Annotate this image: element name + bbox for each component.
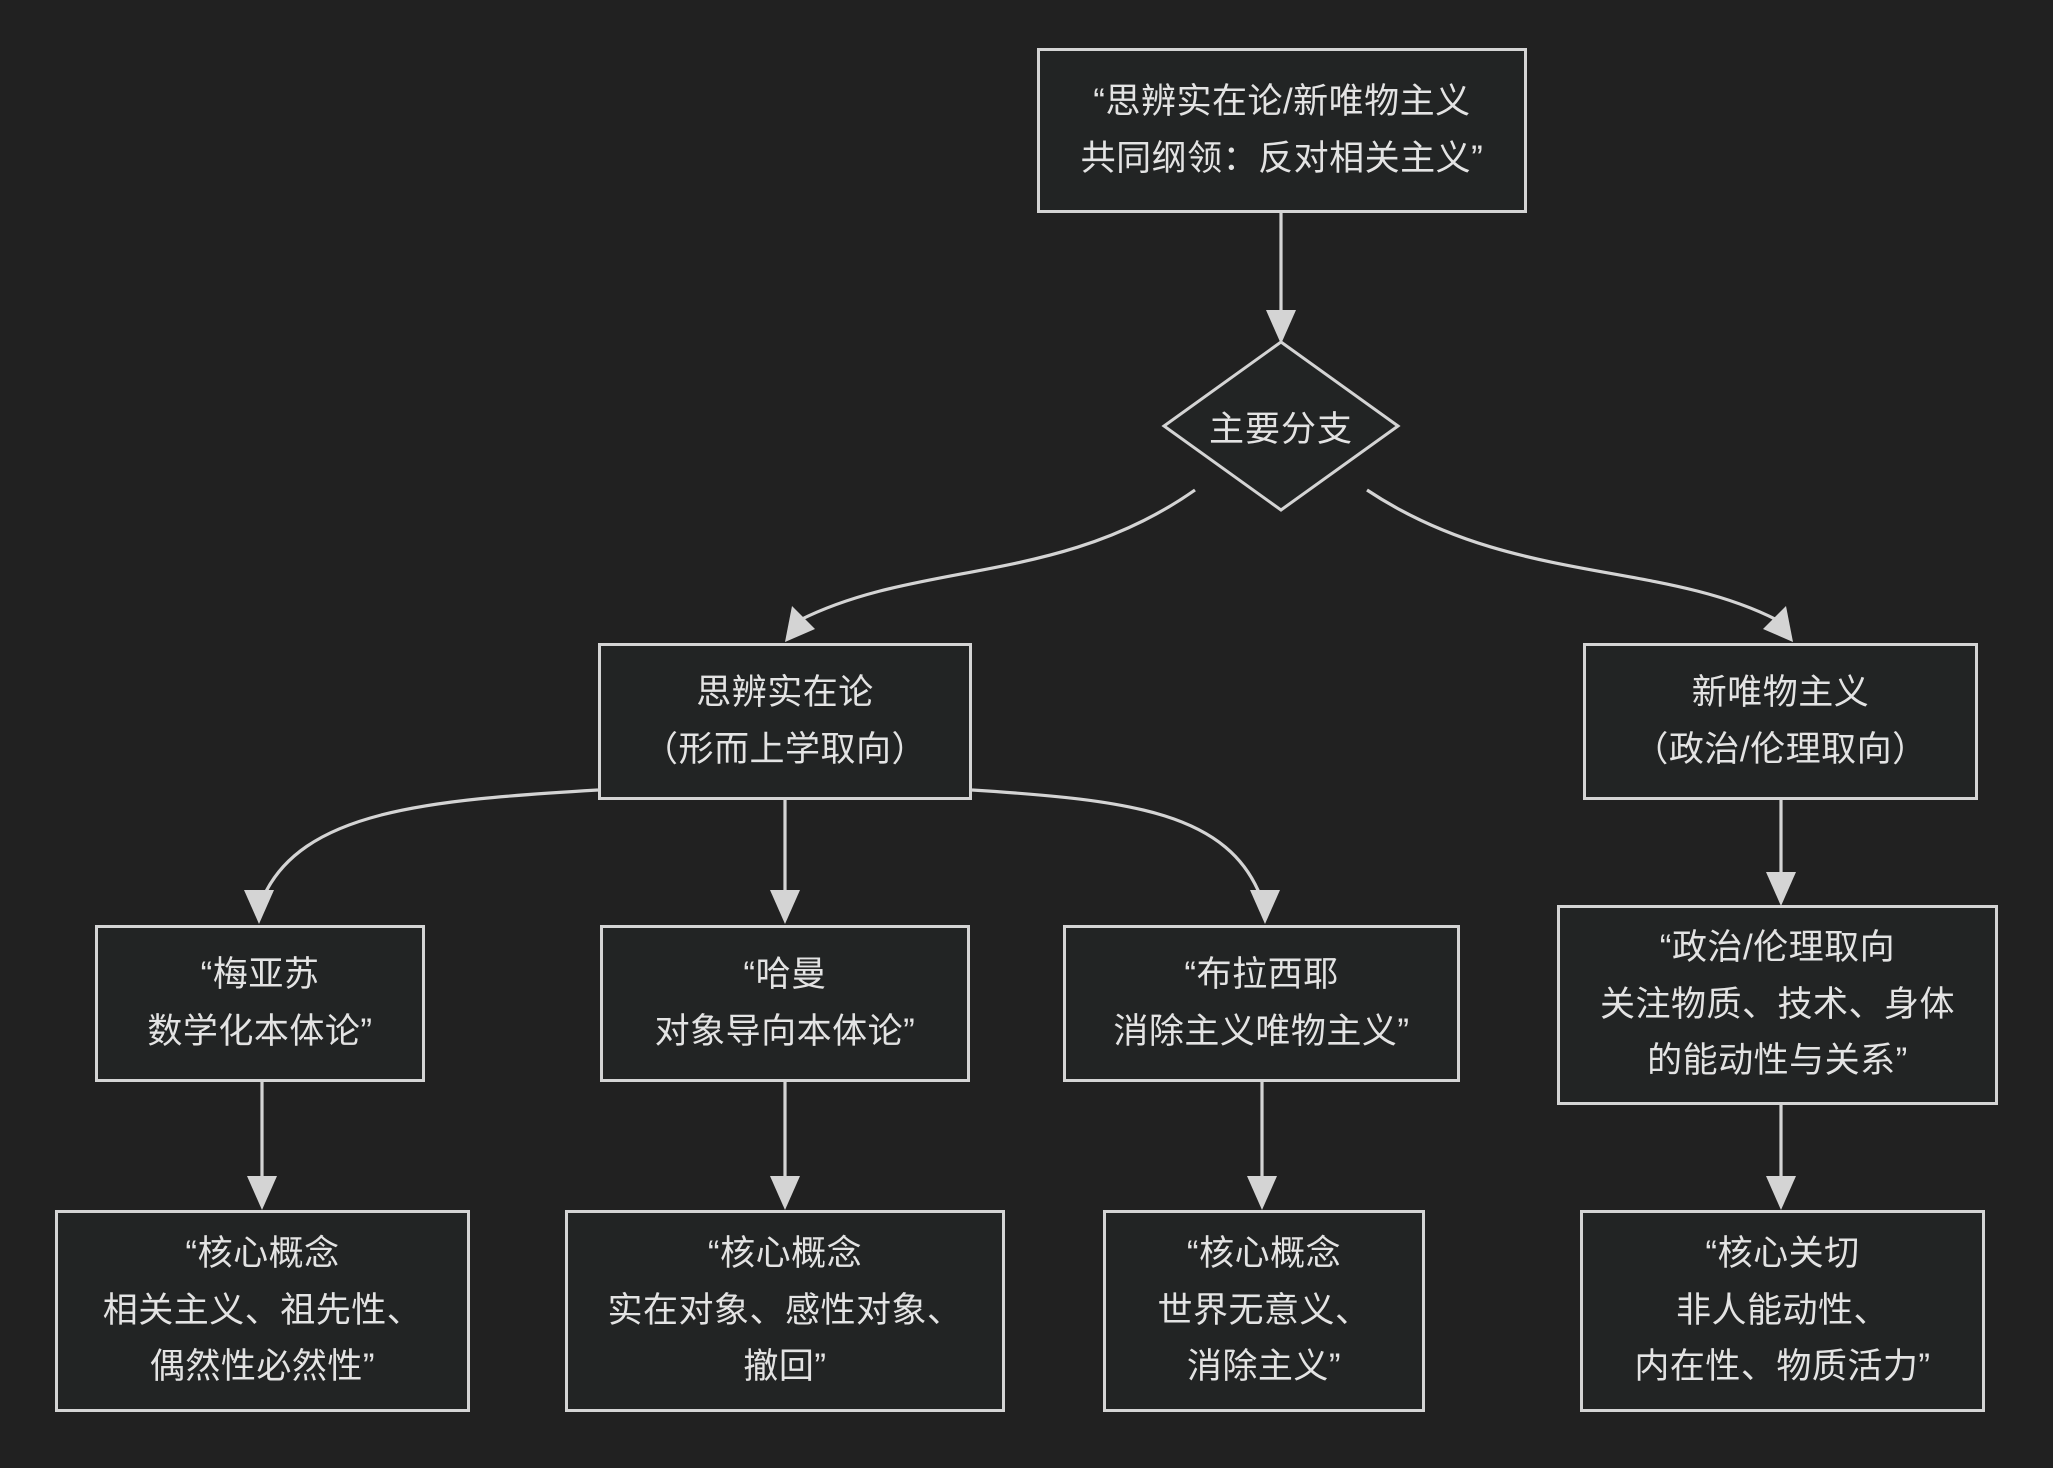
edge-branch-to-sr	[785, 488, 1196, 642]
node-new-materialism-orientation-label: “政治/伦理取向 关注物质、技术、身体 的能动性与关系”	[1599, 927, 1955, 1081]
diamond-shape-icon	[1161, 340, 1401, 512]
node-new-materialism-concerns[interactable]: “核心关切 非人能动性、 内在性、物质活力”	[1580, 1210, 1985, 1412]
edge-branch-to-nm	[1366, 488, 1793, 642]
edge-harman-to-concepts	[770, 1082, 800, 1210]
node-meillassoux-concepts[interactable]: “核心概念 相关主义、祖先性、 偶然性必然性”	[55, 1210, 470, 1412]
node-brassier-concepts-label: “核心概念 世界无意义、 消除主义”	[1157, 1233, 1371, 1387]
edge-brassier-to-concepts	[1247, 1082, 1277, 1210]
node-harman-label: “哈曼 对象导向本体论”	[654, 954, 916, 1051]
node-meillassoux-label: “梅亚苏 数学化本体论”	[147, 954, 373, 1051]
node-brassier[interactable]: “布拉西耶 消除主义唯物主义”	[1063, 925, 1460, 1082]
node-main-branches[interactable]: 主要分支	[1161, 339, 1401, 513]
node-meillassoux[interactable]: “梅亚苏 数学化本体论”	[95, 925, 425, 1082]
edge-sr-to-brassier	[971, 788, 1280, 924]
node-harman[interactable]: “哈曼 对象导向本体论”	[600, 925, 970, 1082]
edge-meillassoux-to-concepts	[247, 1082, 277, 1210]
node-speculative-realism[interactable]: 思辨实在论 （形而上学取向）	[598, 643, 972, 800]
node-brassier-concepts[interactable]: “核心概念 世界无意义、 消除主义”	[1103, 1210, 1425, 1412]
edge-sr-to-meillassoux	[244, 788, 599, 924]
node-common-program-label: “思辨实在论/新唯物主义 共同纲领：反对相关主义”	[1080, 81, 1484, 178]
node-main-branches-label: 主要分支	[1208, 409, 1353, 449]
node-meillassoux-concepts-label: “核心概念 相关主义、祖先性、 偶然性必然性”	[102, 1233, 423, 1387]
node-new-materialism-label: 新唯物主义 （政治/伦理取向）	[1633, 672, 1928, 769]
node-new-materialism-concerns-label: “核心关切 非人能动性、 内在性、物质活力”	[1634, 1233, 1931, 1387]
edge-sr-to-harman	[770, 800, 800, 924]
node-harman-concepts[interactable]: “核心概念 实在对象、感性对象、 撤回”	[565, 1210, 1005, 1412]
node-harman-concepts-label: “核心概念 实在对象、感性对象、 撤回”	[607, 1233, 963, 1387]
node-brassier-label: “布拉西耶 消除主义唯物主义”	[1113, 954, 1410, 1051]
edge-root-to-branch	[1266, 213, 1296, 344]
edge-orientation-to-concerns	[1766, 1105, 1796, 1210]
node-common-program[interactable]: “思辨实在论/新唯物主义 共同纲领：反对相关主义”	[1037, 48, 1527, 213]
node-new-materialism-orientation[interactable]: “政治/伦理取向 关注物质、技术、身体 的能动性与关系”	[1557, 905, 1998, 1105]
edge-nm-to-orientation	[1766, 800, 1796, 906]
node-new-materialism[interactable]: 新唯物主义 （政治/伦理取向）	[1583, 643, 1978, 800]
node-speculative-realism-label: 思辨实在论 （形而上学取向）	[642, 672, 927, 769]
